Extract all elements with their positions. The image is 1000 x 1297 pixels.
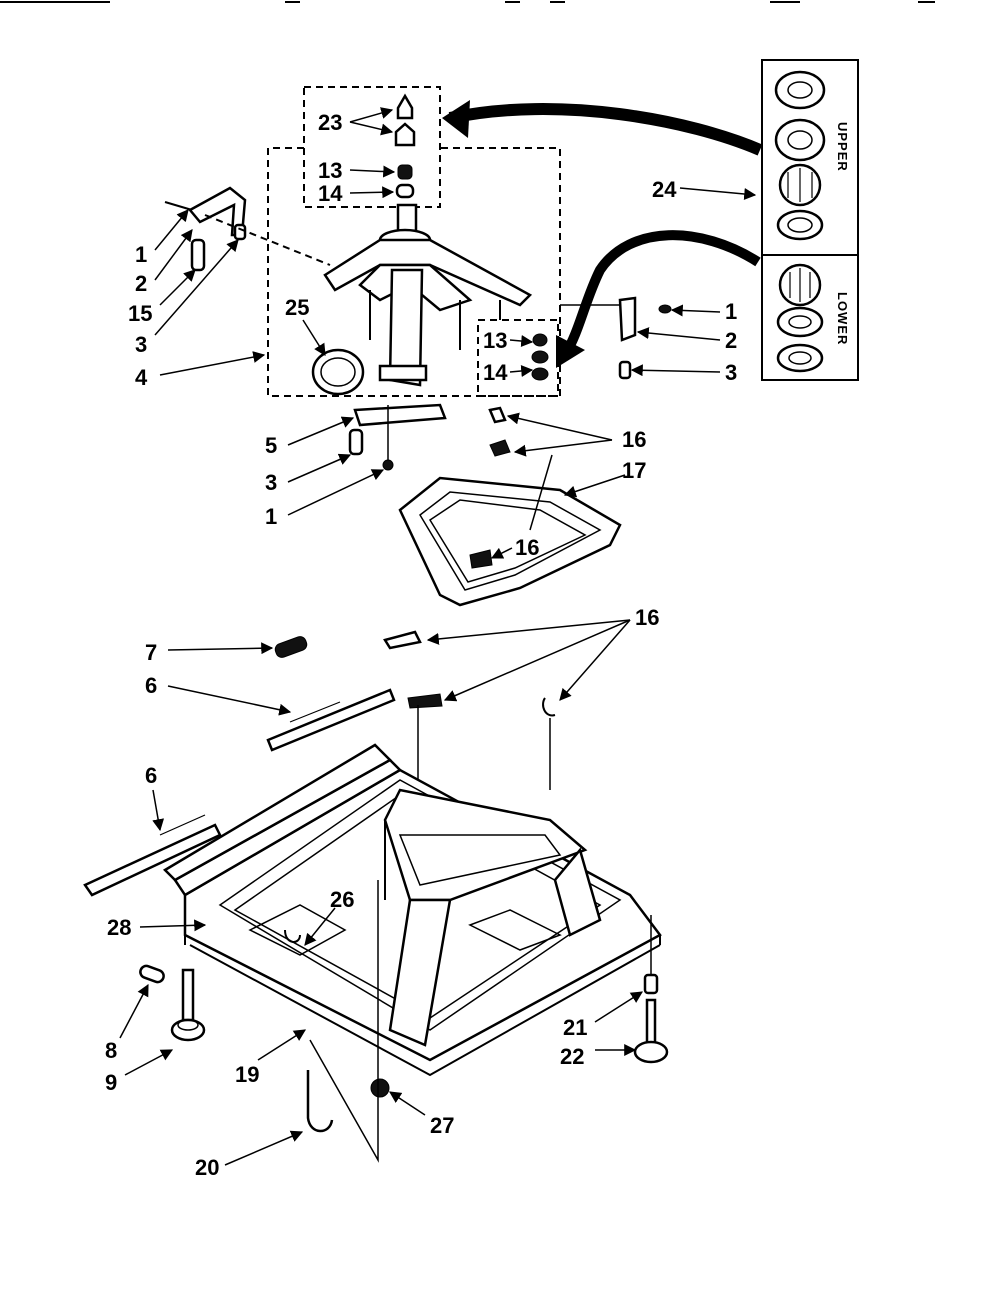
- callout-25: 25: [285, 295, 309, 320]
- left-bracket-parts: [164, 186, 331, 272]
- callout-28: 28: [107, 915, 131, 940]
- callout-24: 24: [652, 177, 677, 202]
- callout-16-c: 16: [635, 605, 659, 630]
- right-small-parts: [531, 333, 549, 381]
- callout-1-bottom: 1: [265, 504, 277, 529]
- callout-6-top: 6: [145, 673, 157, 698]
- kit-label-lower: LOWER: [835, 292, 850, 345]
- callout-7: 7: [145, 640, 157, 665]
- callout-4: 4: [135, 365, 148, 390]
- callout-14-top: 14: [318, 181, 343, 206]
- agitator-assembly-box: [267, 86, 561, 397]
- kit-curved-arrows: [442, 100, 763, 368]
- callout-14-right: 14: [483, 360, 508, 385]
- callout-27: 27: [430, 1113, 454, 1138]
- callout-labels: 23 13 14 1 2 15 3 4 25 13 14 24 1 2 3 5 …: [105, 110, 737, 1180]
- callout-2-right: 2: [725, 328, 737, 353]
- callout-1-right: 1: [725, 299, 737, 324]
- callout-9: 9: [105, 1070, 117, 1095]
- callout-20: 20: [195, 1155, 219, 1180]
- callout-16-b: 16: [515, 535, 539, 560]
- callout-15: 15: [128, 301, 152, 326]
- callout-3-bottom: 3: [265, 470, 277, 495]
- callout-5: 5: [265, 433, 277, 458]
- upper-kit-parts: [774, 70, 826, 241]
- bearing-kit-box: UPPER LOWER: [761, 59, 859, 381]
- callout-13-top: 13: [318, 158, 342, 183]
- transmission-spider-assembly: [311, 203, 533, 396]
- base-cabinet: [139, 743, 669, 1163]
- kit-label-upper: UPPER: [835, 122, 850, 172]
- callout-19: 19: [235, 1062, 259, 1087]
- frame-17: [398, 439, 622, 607]
- callout-2-left: 2: [135, 271, 147, 296]
- callout-21: 21: [563, 1015, 587, 1040]
- top-small-parts: [394, 93, 416, 199]
- callout-17: 17: [622, 458, 646, 483]
- mid-parts: [83, 630, 556, 900]
- callout-26: 26: [330, 887, 354, 912]
- lower-bracket-parts: [348, 403, 507, 471]
- callout-13-right: 13: [483, 328, 507, 353]
- callout-22: 22: [560, 1044, 584, 1069]
- callout-1-left: 1: [135, 242, 147, 267]
- callout-6-bottom: 6: [145, 763, 157, 788]
- callout-3-left: 3: [135, 332, 147, 357]
- right-bracket-parts: [560, 296, 672, 380]
- leader-arrows: [119, 107, 757, 1166]
- callout-23: 23: [318, 110, 342, 135]
- callout-16-a: 16: [622, 427, 646, 452]
- callout-3-right: 3: [725, 360, 737, 385]
- lower-kit-parts: [776, 263, 824, 373]
- callout-8: 8: [105, 1038, 117, 1063]
